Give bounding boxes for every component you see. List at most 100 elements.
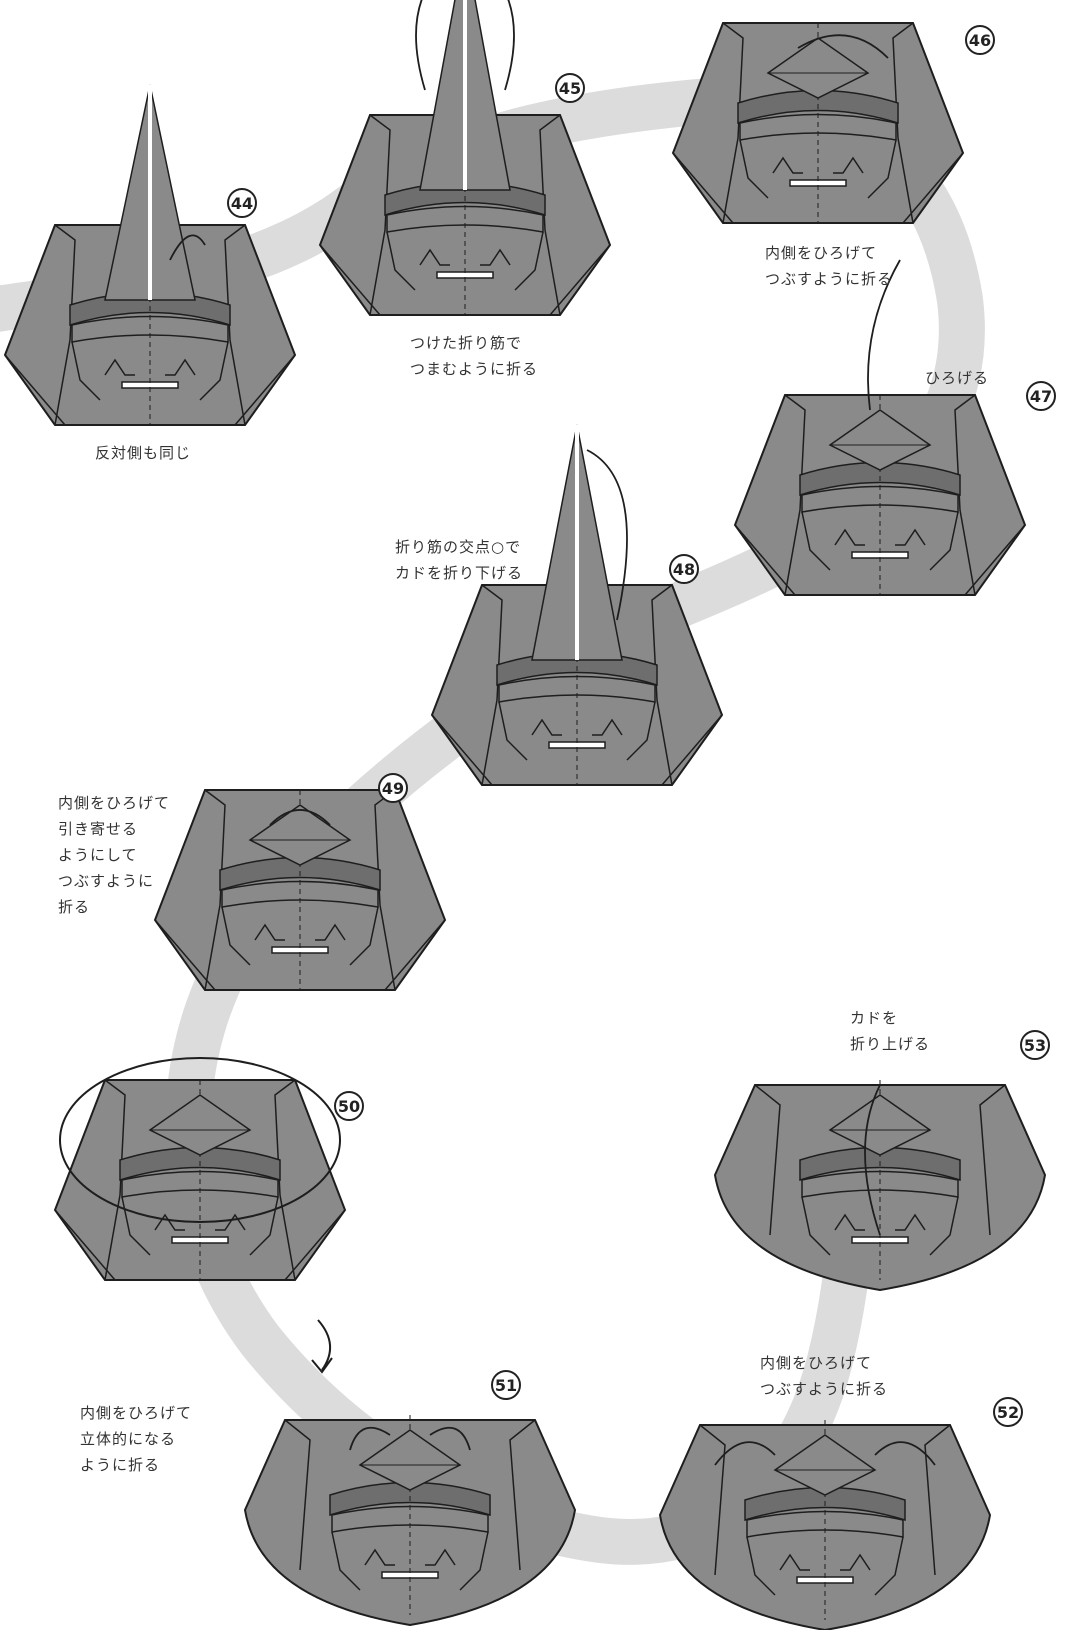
figure-step-49 [153,789,447,991]
fold-line [672,152,734,224]
fold-line [784,394,806,596]
fold-arrow [349,1426,471,1451]
figure-step-48 [430,424,724,786]
figure-step-44 [3,84,297,426]
face-side [739,139,769,199]
fang [592,718,623,736]
fang [104,358,135,376]
fang [254,923,285,941]
fold-line [481,584,503,786]
face-side [867,139,897,199]
fang [779,1553,810,1571]
step-number-45: 45 [555,73,585,103]
fang [480,248,511,266]
fold-line [892,22,914,224]
caption-step-44: 反対側も同じ [95,444,192,462]
fang [895,1213,926,1231]
fold-arrow [415,0,515,91]
step-number-48: 48 [669,554,699,584]
figure-step-47 [733,259,1027,596]
fold-line [979,1084,1006,1236]
fold-line [104,1079,126,1281]
fold-line [964,524,1026,596]
face-side [801,511,831,571]
caption-step-46: 内側をひろげて つぶすように折る [765,244,894,288]
fold-line [284,1419,311,1571]
fang [772,156,803,174]
fang [531,718,562,736]
fold-line [154,919,216,991]
step-number-44: 44 [227,188,257,218]
fold-line [651,584,673,786]
caption-step-49: 内側をひろげて 引き寄せる ようにして つぶすように 折る [58,794,171,916]
fold-line [384,919,446,991]
fold-arrow [269,809,331,826]
fang [895,528,926,546]
fang [154,1213,185,1231]
fold-arrow [867,259,901,411]
fold-line [924,1424,951,1576]
face-side [221,906,251,966]
figures [3,0,1047,1632]
fold-line [954,394,976,596]
fold-arrow [586,449,628,621]
fang [834,1213,865,1231]
step-50-highlight-ring [59,1057,341,1223]
fang [364,1548,395,1566]
caption-step-48: 折り筋の交点○で カドを折り下げる [395,538,524,582]
fang [834,528,865,546]
face-side [71,341,101,401]
fang [165,358,196,376]
caption-step-45: つけた折り筋で つまむように折る [410,334,539,378]
step-number-53: 53 [1020,1030,1050,1060]
face-side [801,1196,831,1256]
fold-line [224,224,246,426]
fold-line [661,714,723,786]
face-side [874,1536,904,1596]
step-number-52: 52 [993,1397,1023,1427]
fold-arrow [714,1441,936,1466]
face-side [929,1196,959,1256]
step-number-46: 46 [965,25,995,55]
caption-step-53: カドを 折り上げる [850,1009,931,1053]
figure-step-50 [53,1079,347,1281]
figure-step-45 [318,0,612,316]
fang [215,1213,246,1231]
fang [425,1548,456,1566]
figure-step-46 [671,22,965,224]
fold-line [549,244,611,316]
face-side [929,511,959,571]
face-side [746,1536,776,1596]
face-side [331,1531,361,1591]
face-side [498,701,528,761]
fold-line [369,114,391,316]
fold-line [539,114,561,316]
fang [315,923,346,941]
figure-step-53 [713,1080,1047,1292]
fold-line [284,1209,346,1281]
fold-line [509,1419,536,1571]
fold-line [54,224,76,426]
fold-line [431,714,493,786]
caption-step-47: ひろげる [925,369,990,387]
face-side [459,1531,489,1591]
fold-line [699,1424,726,1576]
fold-arrow [169,234,206,261]
step-number-49: 49 [378,773,408,803]
face-side [349,906,379,966]
turn-over-arrow [311,1319,333,1374]
fold-arrow [797,34,889,59]
fold-arrow [864,1084,881,1236]
fold-line [54,1209,116,1281]
figure-step-52 [658,1420,992,1632]
fang [833,156,864,174]
fold-line [902,152,964,224]
fold-line [234,354,296,426]
figure-step-51 [243,1415,577,1627]
fold-line [319,244,381,316]
face-side [626,701,656,761]
fold-line [274,1079,296,1281]
fang [840,1553,871,1571]
